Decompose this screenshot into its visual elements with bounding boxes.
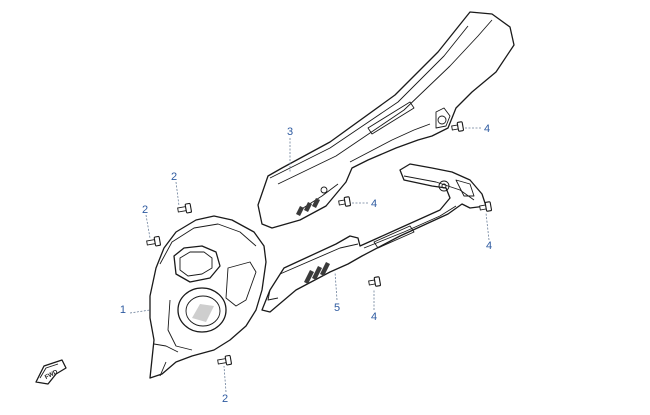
forward-arrow-icon: FWD — [35, 359, 67, 385]
leader-lines — [129, 127, 490, 393]
bolt-4-mid[interactable] — [338, 196, 352, 208]
bolt-4-right[interactable] — [479, 201, 493, 213]
callout-2-upper: 2 — [171, 171, 177, 183]
callout-3: 3 — [287, 126, 293, 138]
callout-4-lower: 4 — [371, 311, 377, 323]
callout-2-left: 2 — [142, 204, 148, 216]
callout-4-mid: 4 — [371, 198, 377, 210]
callout-5: 5 — [334, 302, 340, 314]
upper-chain-guard[interactable] — [257, 11, 515, 229]
bolt-2-left[interactable] — [146, 235, 161, 247]
sprocket-cover[interactable] — [149, 215, 267, 379]
lower-chain-guard[interactable] — [261, 163, 487, 313]
callout-4-upper: 4 — [484, 123, 490, 135]
bolt-4-lower[interactable] — [368, 276, 382, 288]
callout-1: 1 — [120, 304, 126, 316]
bolt-2-lower[interactable] — [217, 354, 232, 366]
bolt-2-upper[interactable] — [177, 202, 192, 214]
callout-2-lower: 2 — [222, 393, 228, 405]
bolt-4-upper-guard[interactable] — [451, 121, 465, 133]
callout-4-right: 4 — [486, 240, 492, 252]
